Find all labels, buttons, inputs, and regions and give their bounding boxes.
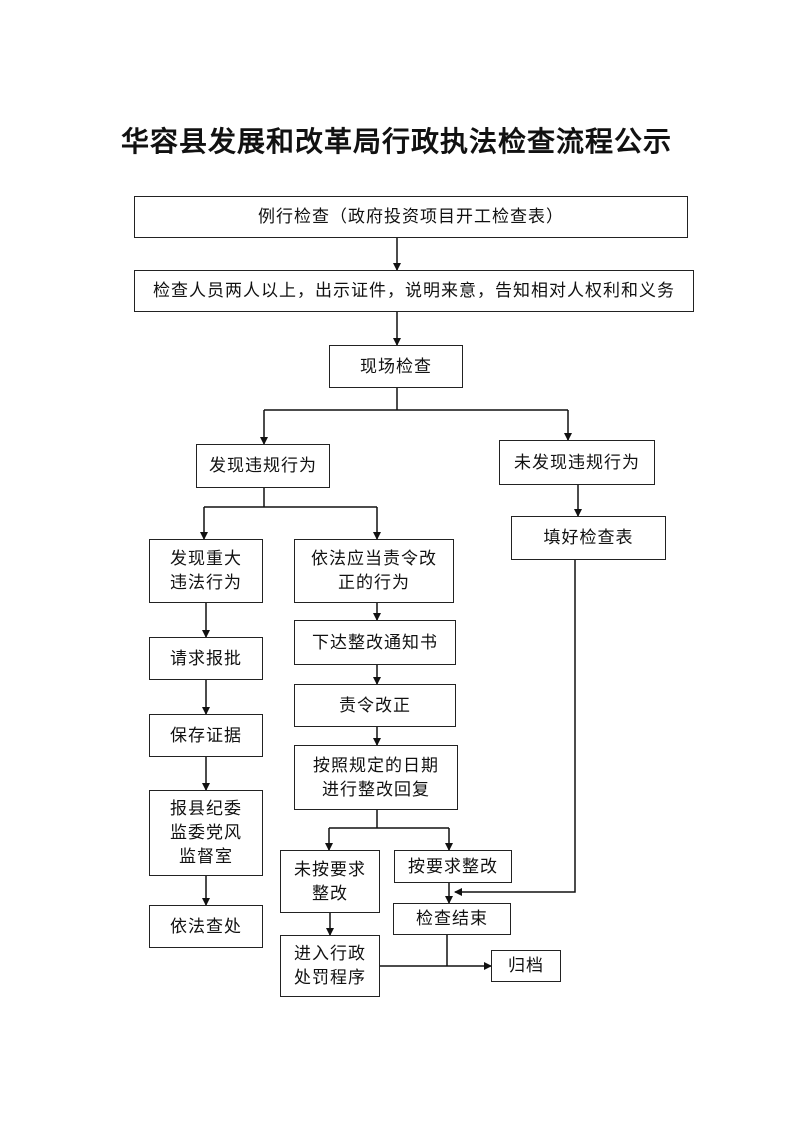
- rectified-box: 按要求整改: [394, 850, 512, 883]
- not-found-violation-label: 未发现违规行为: [514, 452, 640, 473]
- rectification-notice-box: 下达整改通知书: [294, 620, 456, 665]
- penalty-line1: 进入行政: [294, 944, 366, 964]
- rectification-reply-box: 按照规定的日期 进行整改回复: [294, 745, 458, 810]
- archive-box: 归档: [491, 950, 561, 982]
- reply-line1: 按照规定的日期: [313, 755, 439, 776]
- page-title: 华容县发展和改革局行政执法检查流程公示: [120, 125, 672, 158]
- found-violation-label: 发现违规行为: [209, 456, 317, 476]
- report-line1: 报县纪委: [170, 799, 242, 819]
- reply-line2: 进行整改回复: [322, 779, 430, 800]
- major-violation-line2: 违法行为: [170, 573, 242, 593]
- found-violation-box: 发现违规行为: [196, 444, 330, 488]
- inspectors-label: 检查人员两人以上，出示证件，说明来意，告知相对人权利和义务: [153, 281, 675, 301]
- fill-form-box: 填好检查表: [511, 516, 666, 560]
- penalty-line2: 处罚程序: [294, 968, 366, 988]
- request-approval-box: 请求报批: [149, 637, 263, 680]
- not-found-violation-box: 未发现违规行为: [499, 440, 655, 485]
- rectified-label: 按要求整改: [408, 856, 498, 877]
- routine-check-label: 例行检查（政府投资项目开工检查表）: [258, 207, 564, 227]
- request-approval-label: 请求报批: [170, 648, 242, 669]
- report-line2: 监委党风: [170, 823, 242, 843]
- check-end-label: 检查结束: [416, 909, 488, 929]
- report-discipline-box: 报县纪委 监委党风 监督室: [149, 790, 263, 876]
- onsite-check-label: 现场检查: [360, 356, 432, 377]
- not-rectified-line1: 未按要求: [294, 859, 366, 880]
- routine-check-box: 例行检查（政府投资项目开工检查表）: [134, 196, 688, 238]
- arrow-fill-form-to-end: [454, 560, 576, 896]
- major-violation-line1: 发现重大: [170, 549, 242, 569]
- penalty-procedure-box: 进入行政 处罚程序: [280, 935, 380, 997]
- order-correction-label: 责令改正: [339, 695, 411, 716]
- check-end-box: 检查结束: [393, 903, 511, 935]
- rectification-notice-label: 下达整改通知书: [312, 632, 438, 653]
- correctable-line2: 正的行为: [338, 573, 410, 593]
- fill-form-label: 填好检查表: [543, 528, 634, 548]
- order-correction-box: 责令改正: [294, 684, 456, 727]
- legal-handling-box: 依法查处: [149, 905, 263, 948]
- archive-label: 归档: [508, 956, 544, 976]
- not-rectified-line2: 整改: [312, 883, 348, 904]
- major-violation-box: 发现重大 违法行为: [149, 539, 263, 603]
- correctable-violation-box: 依法应当责令改 正的行为: [294, 539, 454, 603]
- inspectors-box: 检查人员两人以上，出示证件，说明来意，告知相对人权利和义务: [134, 270, 694, 312]
- correctable-line1: 依法应当责令改: [311, 549, 437, 569]
- preserve-evidence-box: 保存证据: [149, 714, 263, 757]
- legal-handling-label: 依法查处: [170, 916, 242, 937]
- report-line3: 监督室: [179, 847, 233, 867]
- onsite-check-box: 现场检查: [329, 345, 463, 388]
- not-rectified-box: 未按要求 整改: [280, 850, 380, 913]
- preserve-evidence-label: 保存证据: [170, 725, 242, 746]
